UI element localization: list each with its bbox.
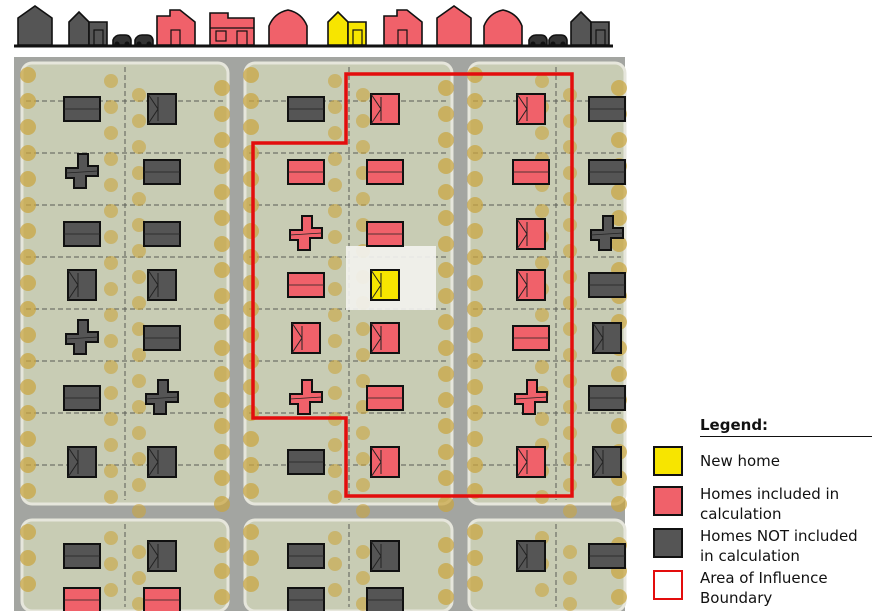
house-icon xyxy=(65,319,99,355)
house-icon xyxy=(516,540,546,572)
tree-icon xyxy=(20,67,230,518)
house-icon xyxy=(287,543,325,569)
house-icon xyxy=(370,540,400,572)
house-icon xyxy=(289,379,323,415)
house-icon xyxy=(512,325,550,351)
house-icon xyxy=(65,153,99,189)
legend-label-included: Homes included in calculation xyxy=(700,485,840,523)
tree-icon xyxy=(243,524,454,611)
house-icon xyxy=(588,96,626,122)
house-icon xyxy=(512,159,550,185)
house-icon xyxy=(588,385,626,411)
house-icon xyxy=(287,449,325,475)
legend-label-boundary: Area of Influence Boundary xyxy=(700,569,828,607)
excluded-home-swatch xyxy=(653,528,683,558)
new-home xyxy=(370,269,400,301)
legend-divider xyxy=(700,436,872,437)
house-icon xyxy=(268,9,308,46)
homes-layer xyxy=(63,93,626,611)
house-icon xyxy=(147,93,177,125)
house-icon xyxy=(17,5,53,46)
house-icon xyxy=(63,385,101,411)
house-icon xyxy=(143,221,181,247)
house-icon xyxy=(366,159,404,185)
legend-title: Legend: xyxy=(700,416,769,434)
house-icon xyxy=(63,543,101,569)
house-icon xyxy=(383,9,423,46)
house-icon xyxy=(366,221,404,247)
house-icon xyxy=(588,159,626,185)
house-icon xyxy=(147,446,177,478)
car-icon xyxy=(528,34,548,47)
house-icon xyxy=(516,269,546,301)
house-icon xyxy=(68,10,108,46)
house-icon xyxy=(63,96,101,122)
house-icon xyxy=(590,215,624,251)
house-icon xyxy=(483,9,523,46)
house-icon xyxy=(291,322,321,354)
house-icon xyxy=(289,215,323,251)
house-icon xyxy=(209,12,255,46)
car-icon xyxy=(548,34,568,47)
house-icon xyxy=(287,159,325,185)
house-icon xyxy=(366,587,404,611)
city-block xyxy=(20,518,230,611)
house-icon xyxy=(145,379,179,415)
house-icon xyxy=(287,272,325,298)
legend-label-new-home: New home xyxy=(700,452,781,470)
area-of-influence-boundary xyxy=(251,72,574,498)
house-icon xyxy=(514,379,548,415)
house-icon xyxy=(156,9,196,46)
boundary-swatch xyxy=(653,570,683,600)
house-icon xyxy=(370,446,400,478)
house-icon xyxy=(327,10,367,46)
house-icon xyxy=(67,446,97,478)
city-block xyxy=(243,518,454,611)
house-icon xyxy=(592,322,622,354)
car-icon xyxy=(112,34,132,47)
house-icon xyxy=(147,269,177,301)
house-icon xyxy=(570,10,610,46)
house-icon xyxy=(370,93,400,125)
new-home-swatch xyxy=(653,446,683,476)
tree-icon xyxy=(20,524,230,611)
house-icon xyxy=(287,587,325,611)
house-icon xyxy=(287,96,325,122)
house-icon xyxy=(67,269,97,301)
house-icon xyxy=(143,325,181,351)
legend-label-excluded: Homes NOT included in calculation xyxy=(700,527,858,565)
house-icon xyxy=(143,587,181,611)
site-plan-map xyxy=(14,57,627,611)
house-icon xyxy=(143,159,181,185)
house-icon xyxy=(366,385,404,411)
house-icon xyxy=(592,446,622,478)
house-icon xyxy=(436,5,472,46)
house-icon xyxy=(588,272,626,298)
city-block xyxy=(20,61,230,518)
house-icon xyxy=(63,221,101,247)
house-icon xyxy=(147,540,177,572)
house-icon xyxy=(370,322,400,354)
house-icon xyxy=(63,587,101,611)
house-icon xyxy=(516,93,546,125)
included-home-swatch xyxy=(653,486,683,516)
house-icon xyxy=(516,446,546,478)
house-icon xyxy=(588,543,626,569)
car-icon xyxy=(134,34,154,47)
house-icon xyxy=(516,218,546,250)
street-elevation xyxy=(14,5,613,48)
